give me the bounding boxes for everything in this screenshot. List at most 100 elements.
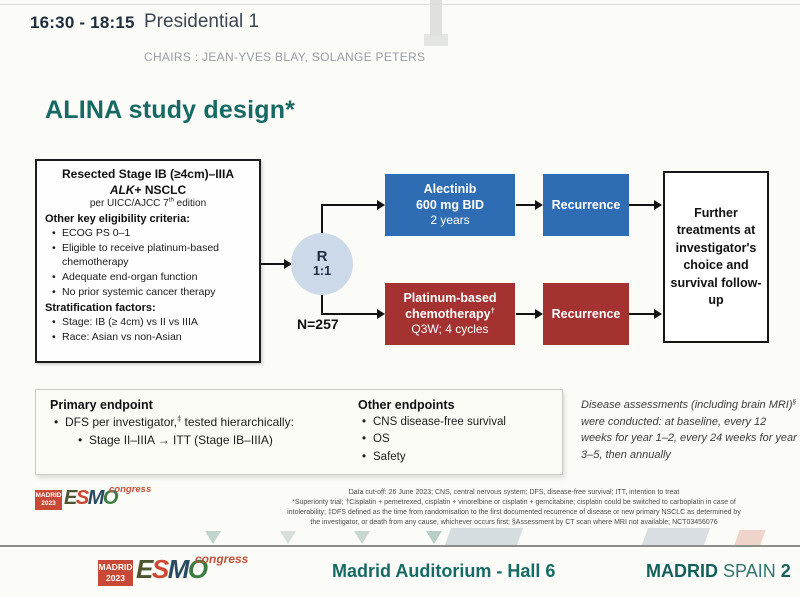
alk-italic: ALK bbox=[109, 182, 135, 197]
eligibility-title-line1: Resected Stage IB (≥4cm)–IIIA bbox=[62, 167, 234, 181]
connector-line bbox=[629, 313, 655, 315]
assessment-note-post: were conducted: at baseline, every 12 we… bbox=[581, 415, 797, 461]
primary-endpoint-list: DFS per investigator,‡ tested hierarchic… bbox=[50, 414, 294, 449]
esmo-letter-s: S bbox=[75, 487, 89, 509]
connector-line bbox=[321, 204, 323, 234]
connector-line bbox=[321, 293, 323, 314]
alectinib-arm-box: Alectinib 600 mg BID 2 years bbox=[385, 174, 515, 236]
arrowhead-icon bbox=[284, 259, 292, 269]
eligibility-subtitle: per UICC/AJCC 7th edition bbox=[45, 197, 251, 210]
recurrence-box-bottom: Recurrence bbox=[543, 283, 629, 345]
esmo-madrid-text: MADRID bbox=[98, 562, 133, 573]
location-year-digit: 2 bbox=[780, 561, 791, 581]
criteria-item: Adequate end-organ function bbox=[52, 271, 251, 285]
footnote-line: *Superiority trial; †Cisplatin + pemetre… bbox=[292, 499, 736, 507]
chemo-schedule: Q3W; 4 cycles bbox=[411, 322, 489, 337]
alectinib-name: Alectinib bbox=[423, 182, 477, 197]
nsclc-text: + NSCLC bbox=[134, 182, 187, 197]
location-country-text: SPAIN bbox=[723, 561, 776, 581]
esmo-madrid-badge: MADRID 2023 bbox=[35, 490, 62, 510]
tower-silhouette-base bbox=[424, 34, 448, 46]
criteria-heading: Other key eligibility criteria: bbox=[45, 213, 190, 226]
primary-endpoint-column: Primary endpoint DFS per investigator,‡ … bbox=[50, 398, 294, 450]
decor-shape bbox=[641, 528, 711, 545]
connector-line bbox=[516, 313, 536, 315]
chemo-name-line1: Platinum-based bbox=[403, 291, 497, 306]
decor-shape bbox=[734, 530, 766, 545]
arrowhead-icon bbox=[654, 309, 662, 319]
decor-shape bbox=[444, 528, 524, 545]
recurrence-box-top: Recurrence bbox=[543, 174, 629, 236]
subtitle-post: edition bbox=[173, 198, 207, 210]
stratification-list: Stage: IB (≥ 4cm) vs II vs IIIA Race: As… bbox=[45, 316, 251, 345]
footnote-line: intolerability; ‡DFS defined as the time… bbox=[287, 509, 741, 517]
esmo-madrid-text: MADRID bbox=[35, 491, 62, 499]
venue-label: Madrid Auditorium - Hall 6 bbox=[332, 561, 556, 581]
chemo-word: chemotherapy bbox=[405, 307, 491, 322]
arrowhead-icon bbox=[535, 200, 543, 210]
esmo-madrid-badge: MADRID 2023 bbox=[98, 560, 133, 586]
other-endpoint-item: CNS disease-free survival bbox=[362, 414, 506, 432]
bottom-divider bbox=[0, 545, 800, 547]
location-city: MADRID bbox=[646, 561, 718, 581]
decor-triangle bbox=[426, 531, 442, 544]
other-endpoints-heading: Other endpoints bbox=[358, 398, 455, 412]
chemo-dagger: † bbox=[490, 306, 495, 316]
esmo-year-text: 2023 bbox=[106, 573, 125, 583]
connector-line bbox=[321, 313, 378, 315]
primary-bullet-post: tested hierarchically: bbox=[181, 415, 294, 429]
other-endpoints-list: CNS disease-free survival OS Safety bbox=[358, 414, 506, 466]
slide-title: ALINA study design* bbox=[45, 96, 296, 124]
top-divider bbox=[0, 4, 800, 5]
connector-line bbox=[629, 204, 655, 206]
subtitle-pre: per UICC/AJCC 7 bbox=[89, 198, 169, 210]
criteria-item: Eligible to receive platinum-based chemo… bbox=[52, 242, 251, 270]
primary-endpoint-item: DFS per investigator,‡ tested hierarchic… bbox=[54, 414, 294, 431]
footnote-line: Data cut-off: 26 June 2023; CNS, central… bbox=[348, 489, 680, 496]
eligibility-title-line2: ALK+ NSCLC bbox=[45, 183, 251, 199]
decor-triangle bbox=[354, 531, 370, 544]
arrowhead-icon bbox=[535, 309, 543, 319]
randomization-label: R bbox=[316, 248, 328, 266]
chemo-name-line2: chemotherapy† bbox=[405, 306, 495, 322]
esmo-letters: ESMO bbox=[64, 487, 118, 509]
alectinib-duration: 2 years bbox=[430, 213, 470, 228]
criteria-item: No prior systemic cancer therapy bbox=[52, 286, 251, 300]
decor-triangle bbox=[280, 531, 296, 544]
arrowhead-icon bbox=[654, 200, 662, 210]
stratification-item: Stage: IB (≥ 4cm) vs II vs IIIA bbox=[52, 316, 251, 330]
esmo-letters: ESMO bbox=[136, 556, 208, 582]
assessment-note-sup: § bbox=[792, 398, 797, 406]
esmo-letter-m: M bbox=[167, 554, 190, 584]
connector-line bbox=[321, 204, 378, 206]
esmo-letter-m: M bbox=[87, 487, 105, 509]
connector-line bbox=[261, 263, 287, 265]
assessment-note-pre: Disease assessments (including brain MRI… bbox=[581, 399, 793, 411]
other-endpoint-item: Safety bbox=[362, 449, 506, 467]
endpoints-box: Primary endpoint DFS per investigator,‡ … bbox=[35, 389, 563, 475]
location-label: MADRID SPAIN 2 bbox=[646, 561, 791, 582]
session-chairs: CHAIRS : JEAN-YVES BLAY, SOLANGE PETERS bbox=[144, 50, 426, 64]
other-endpoint-item: OS bbox=[362, 431, 506, 449]
eligibility-box: Resected Stage IB (≥4cm)–IIIA ALK+ NSCLC… bbox=[35, 159, 261, 363]
decor-triangle bbox=[205, 531, 221, 544]
chemotherapy-arm-box: Platinum-based chemotherapy† Q3W; 4 cycl… bbox=[385, 283, 515, 345]
criteria-list: ECOG PS 0–1 Eligible to receive platinum… bbox=[45, 227, 251, 299]
alectinib-dose: 600 mg BID bbox=[415, 198, 485, 213]
esmo-congress-logo-footer: MADRID 2023 ESMO congress bbox=[98, 552, 248, 593]
session-time: 16:30 - 18:15 bbox=[30, 13, 135, 32]
esmo-letter-s: S bbox=[151, 554, 169, 584]
assessment-note: Disease assessments (including brain MRI… bbox=[581, 397, 797, 463]
footnotes-block: Data cut-off: 26 June 2023; CNS, central… bbox=[232, 488, 796, 529]
tower-silhouette bbox=[430, 0, 442, 36]
randomization-circle: R 1:1 bbox=[291, 233, 353, 295]
sample-size: N=257 bbox=[297, 316, 339, 332]
primary-bullet-sup: ‡ bbox=[177, 414, 182, 423]
esmo-congress-logo: MADRID 2023 ESMO congress bbox=[35, 484, 151, 516]
esmo-congress-text: congress bbox=[109, 484, 152, 495]
connector-line bbox=[516, 204, 536, 206]
esmo-letter-e: E bbox=[64, 487, 77, 509]
criteria-item: ECOG PS 0–1 bbox=[52, 227, 251, 241]
arrowhead-icon bbox=[377, 200, 385, 210]
